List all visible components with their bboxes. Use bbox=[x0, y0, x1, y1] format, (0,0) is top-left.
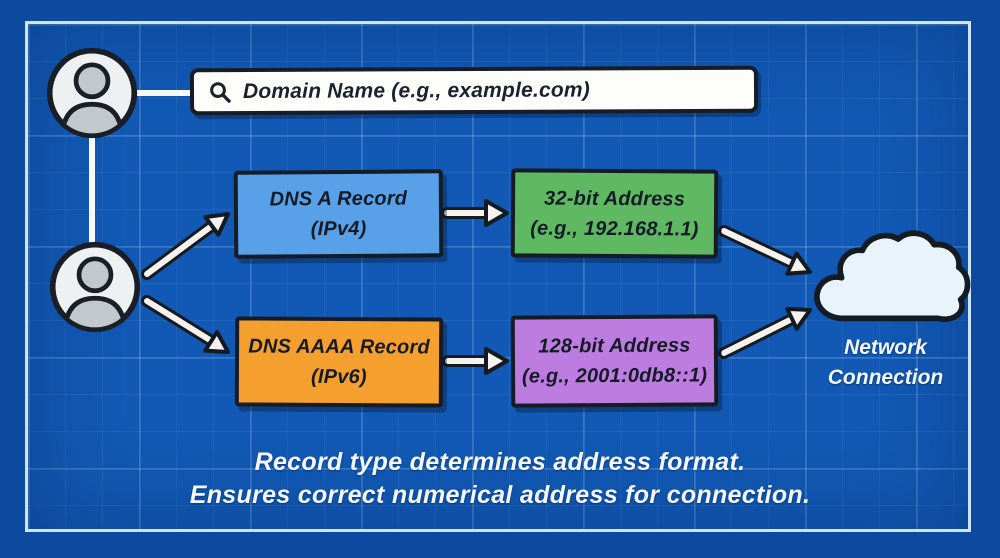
node-subtitle: (IPv6) bbox=[311, 365, 367, 389]
domain-search-bar[interactable]: Domain Name (e.g., example.com) bbox=[189, 65, 759, 116]
node-title: 128-bit Address bbox=[538, 334, 691, 358]
node-subtitle: (e.g., 2001:0db8::1) bbox=[521, 364, 708, 388]
caption: Record type determines address format. E… bbox=[0, 446, 1000, 511]
network-label-line1: Network bbox=[844, 336, 927, 359]
node-subtitle: (IPv4) bbox=[310, 217, 367, 241]
user-avatar-top bbox=[46, 47, 138, 139]
caption-line-1: Record type determines address format. bbox=[254, 448, 746, 476]
node-subtitle: (e.g., 192.168.1.1) bbox=[530, 216, 699, 241]
node-dns-a-record: DNS A Record (IPv4) bbox=[233, 169, 444, 259]
caption-line-2: Ensures correct numerical address for co… bbox=[189, 480, 811, 509]
node-title: DNS AAAA Record bbox=[248, 335, 430, 359]
domain-search-text: Domain Name (e.g., example.com) bbox=[242, 77, 591, 103]
node-dns-aaaa-record: DNS AAAA Record (IPv6) bbox=[234, 316, 444, 408]
node-title: DNS A Record bbox=[269, 187, 408, 211]
network-cloud-icon bbox=[814, 230, 971, 323]
node-32bit-address: 32-bit Address (e.g., 192.168.1.1) bbox=[510, 168, 719, 259]
user-icon bbox=[59, 62, 125, 134]
network-connection-label: Network Connection bbox=[788, 333, 983, 394]
network-label-line2: Connection bbox=[827, 366, 944, 390]
node-title: 32-bit Address bbox=[544, 187, 686, 210]
user-avatar-main bbox=[49, 241, 141, 333]
node-128bit-address: 128-bit Address (e.g., 2001:0db8::1) bbox=[510, 314, 719, 408]
search-icon bbox=[210, 81, 231, 103]
